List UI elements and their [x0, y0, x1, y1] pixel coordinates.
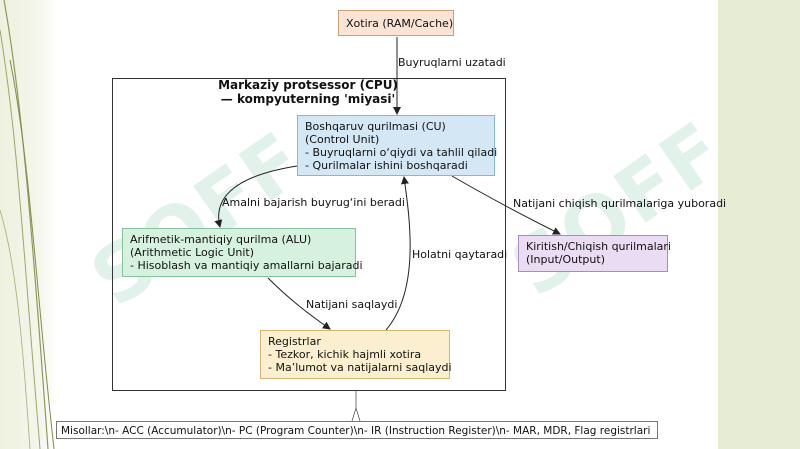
decorative-branches — [0, 0, 55, 449]
note-connector — [351, 390, 361, 422]
registers-box: Registrlar - Tezkor, kichik hajmli xotir… — [260, 330, 452, 379]
alu-box: Arifmetik-mantiqiy qurilma (ALU) (Arithm… — [122, 228, 363, 277]
edge-label-alu-to-reg: Natijani saqlaydi — [306, 298, 398, 311]
edge-label-cu-to-alu: Amalni bajarish buyrug‘ini beradi — [222, 196, 405, 209]
arrow-cu-to-alu — [214, 165, 298, 228]
cpu-title-line2: — kompyuterning 'miyasi' — [220, 92, 396, 106]
cu-line1: Boshqaruv qurilmasi (CU) — [305, 120, 446, 133]
edge-label-cu-to-io: Natijani chiqish qurilmalariga yuboradi — [513, 197, 727, 210]
io-line2: (Input/Output) — [526, 253, 605, 266]
io-line1: Kiritish/Chiqish qurilmalari — [526, 240, 671, 253]
alu-line2: (Arithmetic Logic Unit) — [130, 246, 255, 259]
cpu-title: Markaziy protsessor (CPU) — kompyuternin… — [200, 78, 416, 106]
cpu-frame — [112, 78, 506, 391]
io-box: Kiritish/Chiqish qurilmalari (Input/Outp… — [518, 235, 671, 272]
cu-line4: - Qurilmalar ishini boshqaradi — [305, 159, 468, 172]
right-panel — [718, 0, 800, 449]
arrow-cu-to-io — [451, 175, 561, 235]
cpu-title-line1: Markaziy protsessor (CPU) — [218, 78, 398, 92]
alu-line1: Arifmetik-mantiqiy qurilma (ALU) — [130, 233, 312, 246]
memory-box: Xotira (RAM/Cache) — [338, 10, 454, 36]
arrow-reg-to-cu — [385, 176, 411, 331]
alu-line3: - Hisoblash va mantiqiy amallarni bajara… — [130, 259, 363, 272]
edge-label-reg-to-cu: Holatni qaytaradi — [412, 248, 508, 261]
register-examples-note: Misollar:\n- ACC (Accumulator)\n- PC (Pr… — [56, 421, 658, 439]
cu-line2: (Control Unit) — [305, 133, 380, 146]
reg-line3: - Ma’lumot va natijalarni saqlaydi — [268, 361, 452, 374]
control-unit-box: Boshqaruv qurilmasi (CU) (Control Unit) … — [297, 115, 498, 176]
cu-line3: - Buyruqlarni o‘qiydi va tahlil qiladi — [305, 146, 498, 159]
reg-line1: Registrlar — [268, 335, 321, 348]
arrow-alu-to-reg — [267, 277, 331, 330]
edge-label-memory-to-cu: Buyruqlarni uzatadi — [398, 56, 506, 69]
memory-label: Xotira (RAM/Cache) — [346, 17, 454, 30]
reg-line2: - Tezkor, kichik hajmli xotira — [268, 348, 422, 361]
